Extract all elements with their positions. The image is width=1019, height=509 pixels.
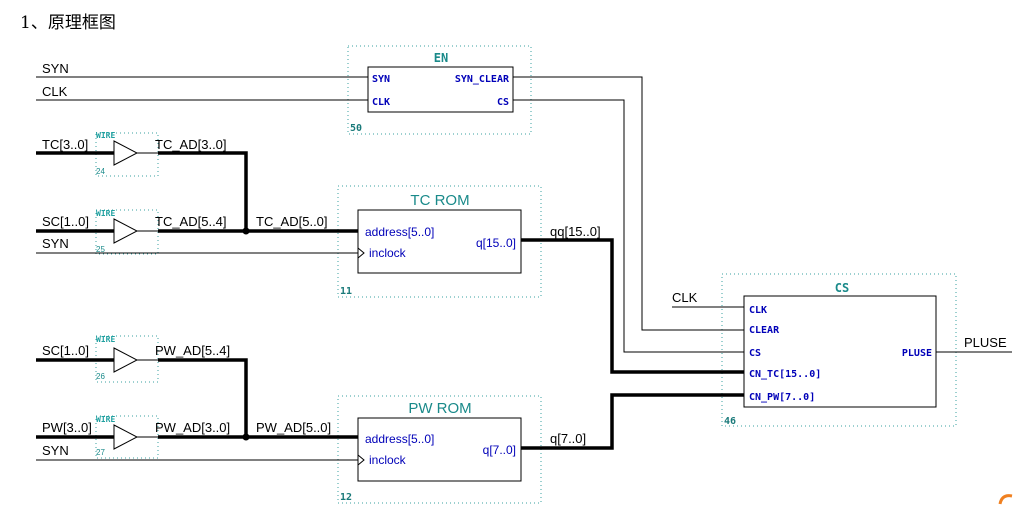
wire-number: 25 xyxy=(96,245,105,254)
pw-rom-number: 12 xyxy=(340,492,352,503)
label-tc-ad-50: TC_AD[5..0] xyxy=(256,214,328,229)
pw-rom-pin-inclock: inclock xyxy=(369,453,407,467)
page-heading: 1、原理框图 xyxy=(20,13,116,33)
label-syn-b: SYN xyxy=(42,236,69,251)
label-syn: SYN xyxy=(42,61,69,76)
thin-wires xyxy=(36,76,1012,461)
label-tc-in: TC[3..0] xyxy=(42,137,88,152)
wire-number: 26 xyxy=(96,372,105,381)
tc-rom-pin-q: q[15..0] xyxy=(476,236,516,250)
wire-tag: WIRE xyxy=(96,335,115,344)
label-pw-in: PW[3..0] xyxy=(42,420,92,435)
label-syn-c: SYN xyxy=(42,443,69,458)
label-sc-in-b: SC[1..0] xyxy=(42,343,89,358)
wire-number: 24 xyxy=(96,167,105,176)
label-pluse-out: PLUSE xyxy=(964,335,1007,350)
label-qq: qq[15..0] xyxy=(550,224,601,239)
label-pw-ad-50: PW_AD[5..0] xyxy=(256,420,331,435)
wire-tag: WIRE xyxy=(96,131,115,140)
cs-block-number: 46 xyxy=(724,416,736,427)
en-block-title: EN xyxy=(434,51,448,65)
wire-number: 27 xyxy=(96,448,105,457)
cs-block: CS CLK CLEAR CS CN_TC[15..0] CN_PW[7..0]… xyxy=(721,273,957,427)
cs-pin-pluse: PLUSE xyxy=(902,348,932,359)
cs-pin-cn-tc: CN_TC[15..0] xyxy=(749,369,821,380)
label-pw-ad-54: PW_AD[5..4] xyxy=(155,343,230,358)
pw-rom-pin-address: address[5..0] xyxy=(365,432,434,446)
en-pin-syn-clear: SYN_CLEAR xyxy=(455,74,510,85)
cs-pin-clk: CLK xyxy=(749,305,767,316)
label-tc-ad-54: TC_AD[5..4] xyxy=(155,214,227,229)
cs-pin-cs: CS xyxy=(749,348,761,359)
tc-rom-number: 11 xyxy=(340,286,352,297)
bus-wires xyxy=(36,151,744,450)
label-tc-ad-30: TC_AD[3..0] xyxy=(155,137,227,152)
en-pin-clk: CLK xyxy=(372,97,390,108)
tc-rom-title: TC ROM xyxy=(410,192,469,209)
pw-rom-block: PW ROM address[5..0] inclock q[7..0] 12 xyxy=(337,395,542,504)
signal-labels: SYN CLK TC[3..0] SC[1..0] SYN SC[1..0] P… xyxy=(42,61,1007,458)
cs-pin-cn-pw: CN_PW[7..0] xyxy=(749,392,815,403)
tc-rom-block: TC ROM address[5..0] inclock q[15..0] 11 xyxy=(337,185,542,298)
tc-rom-pin-inclock: inclock xyxy=(369,246,407,260)
cs-block-title: CS xyxy=(835,281,849,295)
label-q7: q[7..0] xyxy=(550,431,586,446)
tc-rom-pin-address: address[5..0] xyxy=(365,225,434,239)
en-block: EN SYN SYN_CLEAR CLK CS 50 xyxy=(347,45,532,135)
en-pin-syn: SYN xyxy=(372,74,390,85)
label-sc-in-a: SC[1..0] xyxy=(42,214,89,229)
label-clk: CLK xyxy=(42,84,68,99)
pw-rom-title: PW ROM xyxy=(408,400,471,417)
label-pw-ad-30: PW_AD[3..0] xyxy=(155,420,230,435)
en-pin-cs: CS xyxy=(497,97,509,108)
corner-mark-icon xyxy=(998,494,1013,505)
cs-pin-clear: CLEAR xyxy=(749,325,780,336)
wire-tag: WIRE xyxy=(96,415,115,424)
en-block-number: 50 xyxy=(350,123,362,134)
wire-tag: WIRE xyxy=(96,209,115,218)
label-clk-cs: CLK xyxy=(672,290,698,305)
pw-rom-pin-q: q[7..0] xyxy=(483,443,516,457)
